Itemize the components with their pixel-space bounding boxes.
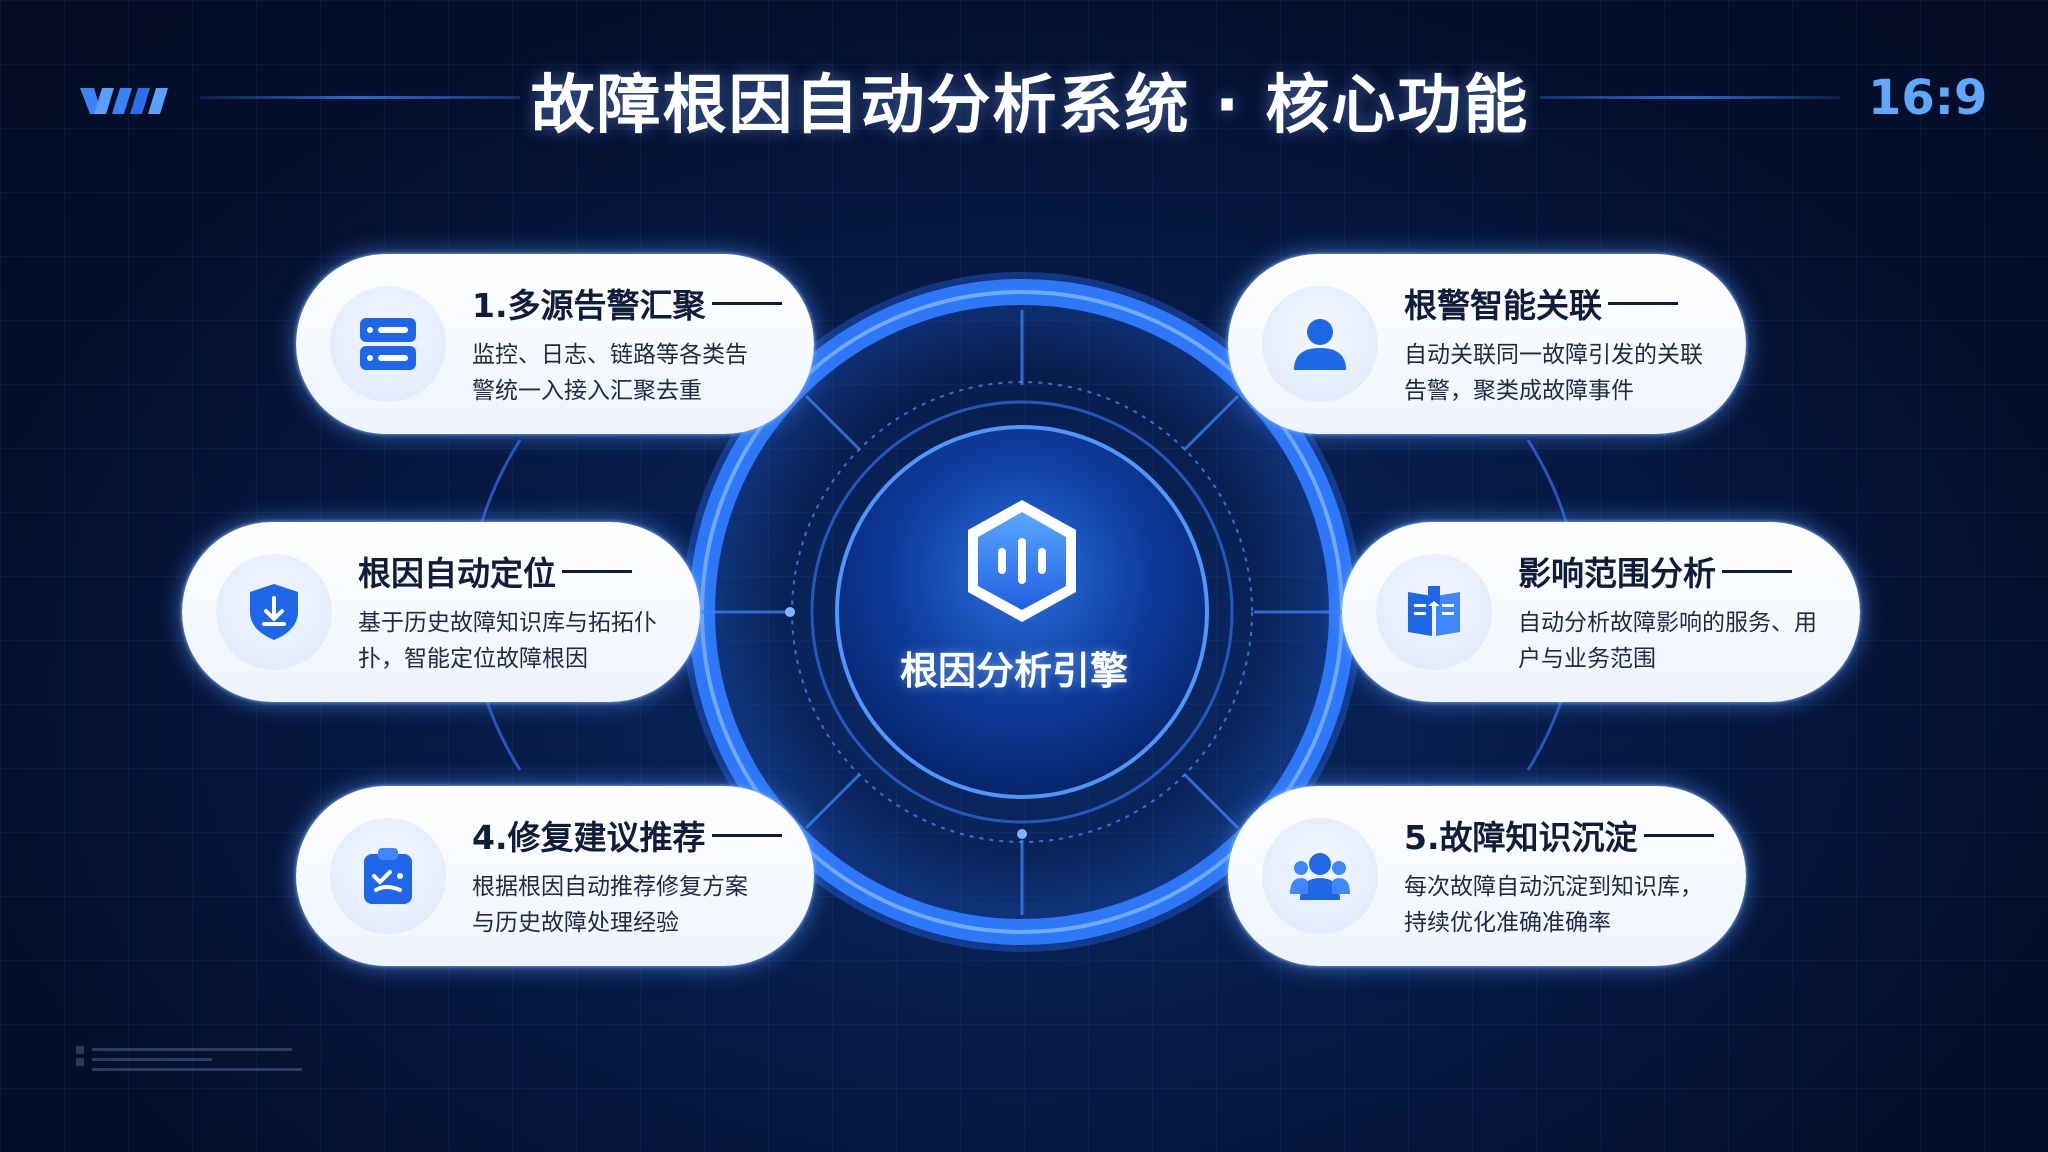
- aspect-ratio-badge: 16:9: [1868, 70, 1988, 126]
- page-title: 故障根因自动分析系统 · 核心功能: [530, 69, 1530, 143]
- feature-desc-line: 扑，智能定位故障根因: [358, 646, 588, 672]
- feature-title: 5.故障知识沉淀: [1404, 818, 1638, 857]
- brand-logo: [80, 88, 168, 114]
- feature-desc-line: 户与业务范围: [1518, 646, 1656, 672]
- feature-desc-line: 每次故障自动沉淀到知识库，: [1404, 874, 1703, 900]
- feature-card-alert-aggregation[interactable]: 1.多源告警汇聚 监控、日志、链路等各类告 警统一入接入汇聚去重: [296, 254, 814, 434]
- feature-desc-line: 与历史故障处理经验: [472, 910, 679, 936]
- engine-label: 根因分析引擎: [899, 649, 1128, 693]
- user-icon: [1262, 286, 1378, 402]
- server-list-icon: [330, 286, 446, 402]
- feature-card-root-cause-location[interactable]: 根因自动定位 基于历史故障知识库与拓拓仆 扑，智能定位故障根因: [182, 522, 700, 702]
- feature-desc-line: 基于历史故障知识库与拓拓仆: [358, 610, 657, 636]
- feature-card-repair-recommendation[interactable]: 4.修复建议推荐 根据根因自动推荐修复方案 与历史故障处理经验: [296, 786, 814, 966]
- header-divider-left: [200, 96, 520, 99]
- feature-title: 根警智能关联: [1404, 286, 1602, 325]
- feature-desc-line: 自动关联同一故障引发的关联: [1404, 342, 1703, 368]
- feature-card-impact-analysis[interactable]: 影响范围分析 自动分析故障影响的服务、用 户与业务范围: [1342, 522, 1860, 702]
- feature-card-knowledge-accumulation[interactable]: 5.故障知识沉淀 每次故障自动沉淀到知识库， 持续优化准确准确率: [1228, 786, 1746, 966]
- footer-decoration: [76, 1046, 302, 1071]
- feature-title: 1.多源告警汇聚: [472, 286, 706, 325]
- book-icon: [1376, 554, 1492, 670]
- clipboard-icon: [330, 818, 446, 934]
- engine-hexagon-icon: [968, 500, 1076, 622]
- feature-desc-line: 持续优化准确准确率: [1404, 910, 1611, 936]
- feature-desc-line: 监控、日志、链路等各类告: [472, 342, 748, 368]
- team-icon: [1262, 818, 1378, 934]
- feature-title: 4.修复建议推荐: [472, 818, 706, 857]
- shield-download-icon: [216, 554, 332, 670]
- feature-desc-line: 告警，聚类成故障事件: [1404, 378, 1634, 404]
- feature-desc-line: 警统一入接入汇聚去重: [472, 378, 702, 404]
- feature-title: 根因自动定位: [358, 554, 556, 593]
- feature-desc-line: 自动分析故障影响的服务、用: [1518, 610, 1817, 636]
- header-divider-right: [1540, 96, 1840, 99]
- feature-title: 影响范围分析: [1518, 554, 1716, 593]
- feature-card-alert-correlation[interactable]: 根警智能关联 自动关联同一故障引发的关联 告警，聚类成故障事件: [1228, 254, 1746, 434]
- feature-desc-line: 根据根因自动推荐修复方案: [472, 874, 748, 900]
